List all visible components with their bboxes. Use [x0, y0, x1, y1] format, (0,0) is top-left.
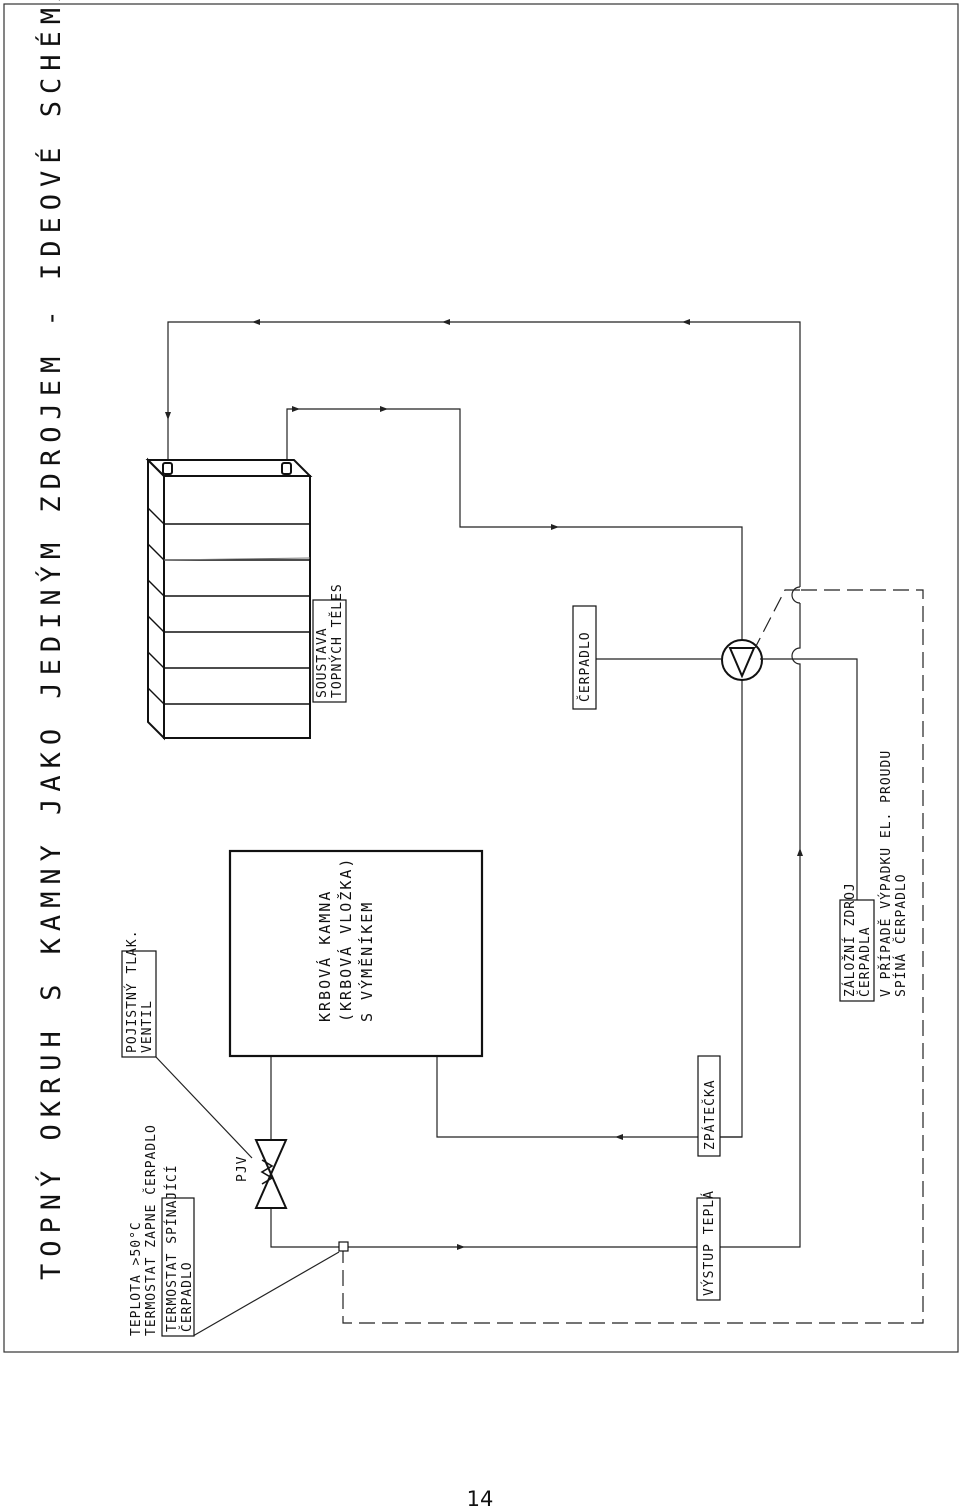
- return-to-stove-pipe: [436, 680, 743, 1138]
- sensor-leader: [192, 1251, 340, 1337]
- pump-label-box: [572, 605, 597, 710]
- stove-supply-pipe: [270, 700, 801, 1248]
- temperature-sensor: [338, 1241, 349, 1252]
- radiators-label-line2: TOPNÝCH TĚLES: [329, 583, 345, 698]
- radiators-label-box: [312, 599, 347, 703]
- radiators-label-line1: SOUSTAVA: [315, 627, 330, 698]
- supply-label: VÝSTUP TEPLÁ: [701, 1190, 717, 1296]
- backup-label-line3: V PŘÍPADĚ VÝPADKU EL. PROUDU: [878, 750, 894, 997]
- safety-valve-label-line2: VENTIL: [140, 1000, 155, 1053]
- pump-control-wire: [754, 589, 800, 649]
- flow-arrow: [292, 406, 300, 412]
- stove-label-line2: (KRBOVÁ VLOŽKA): [336, 857, 355, 1022]
- radiator-bank: [145, 457, 313, 741]
- drawing-title: TOPNÝ OKRUH S KAMNY JAKO JEDINÝM ZDROJEM…: [35, 0, 67, 1280]
- flow-arrow: [797, 848, 803, 856]
- supply-label-box: [696, 1197, 721, 1301]
- supply-to-radiators-pipe: [167, 321, 801, 587]
- thermostat-wire: [342, 589, 924, 1324]
- flow-arrow: [615, 1134, 623, 1140]
- safety-valve-label-line1: POJISTNÝ TLAK.: [124, 929, 140, 1053]
- backup-leader: [760, 658, 858, 900]
- flow-arrow: [165, 412, 171, 420]
- pjv-label: PJV: [235, 1156, 250, 1182]
- flow-arrow: [457, 1244, 465, 1250]
- safety-valve-symbol: [254, 1139, 288, 1209]
- flow-arrow: [442, 319, 450, 325]
- safety-valve-label-box: [121, 950, 157, 1058]
- page-number: 14: [466, 1487, 494, 1511]
- valve-leader: [155, 1056, 253, 1159]
- thermostat-label-line3: TERMOSTAT SPÍNAJÍCÍ: [164, 1164, 180, 1332]
- stove-box: [228, 849, 484, 1058]
- return-label: ZPÁTEČKA: [702, 1079, 718, 1150]
- return-label-box: [697, 1055, 721, 1157]
- backup-label-line1: ZÁLOŽNÍ ZDROJ: [842, 882, 858, 997]
- drawing-frame: [3, 3, 959, 1353]
- pipe-crossing: [791, 603, 801, 700]
- flow-arrow: [380, 406, 388, 412]
- backup-label-line2: ČERPADLA: [857, 926, 873, 997]
- backup-label-line4: SPÍNÁ ČERPADLO: [893, 873, 909, 997]
- stove-label-line3: S VÝMĚNÍKEM: [357, 901, 376, 1022]
- flow-arrow: [252, 319, 260, 325]
- flow-arrow: [682, 319, 690, 325]
- stove-label-line1: KRBOVÁ KAMNA: [315, 890, 334, 1022]
- backup-source-label-box: [839, 899, 875, 1002]
- thermostat-label-box: [161, 1197, 195, 1337]
- pump-symbol: [721, 639, 763, 681]
- thermostat-label-line1: TEPLOTA >50°C: [129, 1221, 144, 1336]
- flow-arrow: [551, 524, 559, 530]
- pump-label: ČERPADLO: [577, 631, 593, 702]
- radiator-return-pipe: [286, 408, 743, 640]
- thermostat-label-line2: TERMOSTAT ZAPNE ČERPADLO: [143, 1124, 159, 1336]
- pipe-crossing: [791, 586, 801, 604]
- thermostat-label-line4: ČERPADLO: [179, 1261, 195, 1332]
